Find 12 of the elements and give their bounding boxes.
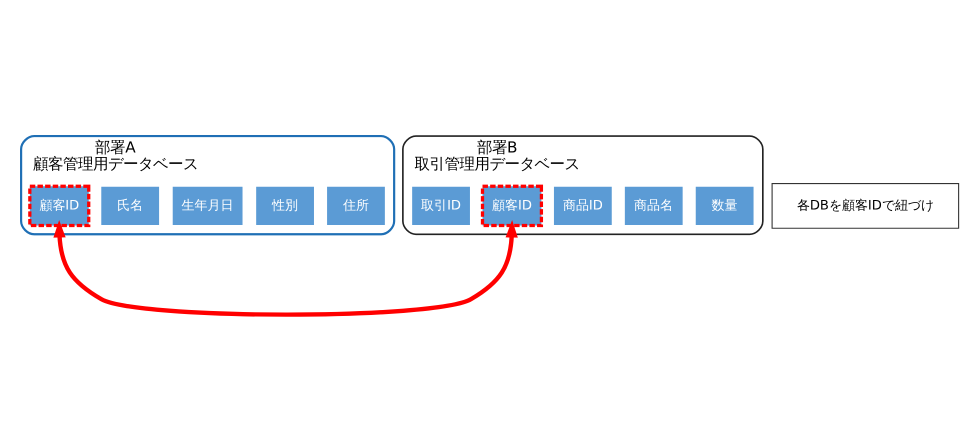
node-box: 顧客ID [28, 184, 90, 227]
node-box: 商品ID [552, 185, 613, 226]
node-box: 各DBを顧客IDで紐づけ [772, 182, 960, 228]
node-box: 取引ID [411, 185, 472, 226]
node-box: 生年月日 [172, 185, 244, 226]
node-box: 顧客ID [480, 184, 544, 227]
node-box: 数量 [694, 185, 755, 226]
node-box: 住所 [326, 185, 386, 226]
arrow [53, 220, 518, 316]
node-box: 氏名 [100, 185, 160, 226]
node-box: 性別 [255, 185, 316, 226]
node-box: 商品名 [624, 185, 684, 226]
